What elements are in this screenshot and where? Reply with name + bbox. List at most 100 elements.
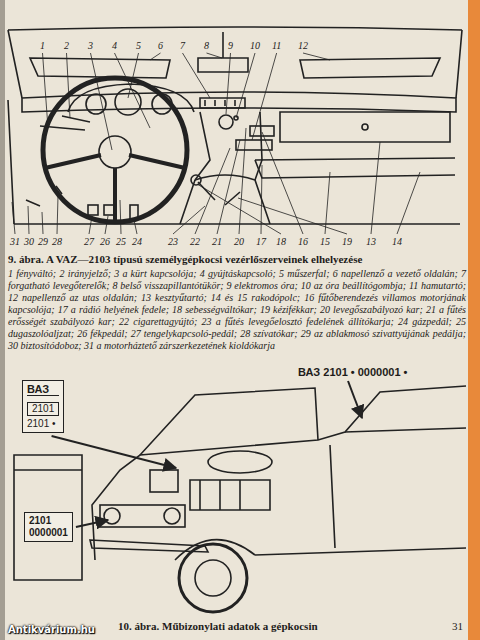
leader-line bbox=[120, 200, 121, 234]
leader-line bbox=[397, 172, 420, 234]
drawing-stroke bbox=[198, 32, 248, 72]
leader-line bbox=[150, 53, 161, 60]
drawing-stroke bbox=[104, 205, 114, 215]
callout-number: 16 bbox=[298, 236, 308, 247]
plate-text: 2101 • bbox=[27, 418, 59, 430]
leader-line bbox=[197, 184, 281, 234]
drawing-stroke bbox=[236, 140, 272, 150]
leader-line bbox=[217, 140, 240, 234]
drawing-stroke bbox=[164, 508, 180, 524]
callout-number: 24 bbox=[132, 236, 142, 247]
callout-number: 6 bbox=[158, 40, 163, 51]
figure-caption: 9. ábra. A VAZ—2103 típusú személygépkoc… bbox=[8, 253, 362, 266]
drawing-stroke bbox=[200, 98, 245, 108]
leader-line bbox=[325, 172, 330, 234]
leader-line bbox=[195, 148, 230, 234]
legend-text: 1 fényváltó; 2 irányjelző; 3 a kürt kapc… bbox=[8, 268, 466, 352]
drawing-stroke bbox=[208, 451, 272, 473]
drawing-stroke bbox=[99, 136, 131, 168]
dashboard-drawing bbox=[8, 27, 462, 224]
callout-number: 4 bbox=[112, 40, 117, 51]
callout-number: 29 bbox=[38, 236, 48, 247]
drawing-stroke bbox=[225, 192, 240, 205]
leader-line bbox=[67, 53, 71, 118]
callout-number: 26 bbox=[100, 236, 110, 247]
callout-number: 9 bbox=[228, 40, 233, 51]
leader-line bbox=[238, 198, 347, 234]
plate-text: 2101 bbox=[27, 402, 59, 416]
number-plate: 21010000001 bbox=[24, 512, 73, 542]
plate-text: ВАЗ bbox=[27, 383, 59, 396]
plate-text: 0000001 bbox=[29, 527, 68, 539]
callout-number: 27 bbox=[84, 236, 94, 247]
leader-line bbox=[207, 53, 223, 58]
page-edge bbox=[468, 0, 480, 640]
callout-number: 21 bbox=[212, 236, 222, 247]
leader-line bbox=[173, 206, 205, 234]
drawing-stroke bbox=[255, 158, 455, 178]
drawing-stroke bbox=[219, 115, 233, 129]
watermark: Antikvárium.hu bbox=[8, 624, 95, 635]
callout-number: 5 bbox=[136, 40, 141, 51]
drawing-stroke bbox=[130, 205, 138, 219]
callout-number: 28 bbox=[52, 236, 62, 247]
drawing-stroke bbox=[115, 89, 141, 115]
leader-line bbox=[12, 202, 15, 234]
drawing-stroke bbox=[8, 100, 460, 224]
leader-line bbox=[115, 53, 151, 128]
drawing-stroke bbox=[150, 470, 178, 492]
serial-number: ВАЗ 2101 • 0000001 • bbox=[298, 366, 407, 378]
leader-line bbox=[57, 196, 58, 234]
leader-line bbox=[303, 53, 330, 60]
drawing-stroke bbox=[255, 548, 466, 555]
callout-number: 18 bbox=[276, 236, 286, 247]
callout-number: 30 bbox=[24, 236, 34, 247]
page-number: 31 bbox=[452, 620, 463, 632]
callout-number: 19 bbox=[342, 236, 352, 247]
leader-line bbox=[236, 53, 255, 118]
leader-line bbox=[89, 216, 92, 234]
callout-number: 11 bbox=[272, 40, 281, 51]
pointer-arrow bbox=[76, 520, 108, 527]
callout-number: 10 bbox=[250, 40, 260, 51]
leader-line bbox=[91, 53, 113, 150]
car-drawing bbox=[14, 386, 466, 612]
drawing-stroke bbox=[92, 386, 466, 560]
callout-number: 15 bbox=[320, 236, 330, 247]
figure-caption: 10. ábra. Műbizonylati adatok a gépkocsi… bbox=[118, 620, 318, 633]
leader-line bbox=[226, 53, 231, 114]
leader-line bbox=[262, 132, 303, 234]
drawing-stroke bbox=[190, 480, 270, 510]
leader-line bbox=[252, 53, 277, 140]
leader-line bbox=[239, 128, 246, 234]
plate-text: 2101 bbox=[29, 515, 68, 527]
leader-line bbox=[43, 53, 49, 128]
drawing-stroke bbox=[140, 388, 318, 455]
drawing-stroke bbox=[45, 155, 185, 222]
callout-number: 25 bbox=[116, 236, 126, 247]
callout-number: 20 bbox=[234, 236, 244, 247]
callout-number: 13 bbox=[366, 236, 376, 247]
drawing-stroke bbox=[195, 560, 231, 596]
drawing-stroke bbox=[180, 175, 270, 224]
callout-number: 31 bbox=[10, 236, 20, 247]
callout-number: 12 bbox=[298, 40, 308, 51]
drawing-stroke bbox=[88, 205, 98, 215]
callout-number: 3 bbox=[88, 40, 93, 51]
leader-line bbox=[105, 216, 108, 234]
drawing-stroke bbox=[195, 112, 262, 180]
drawing-stroke bbox=[280, 112, 450, 142]
leader-line bbox=[134, 220, 137, 234]
drawing-stroke bbox=[191, 175, 201, 185]
drawing-stroke bbox=[362, 124, 368, 130]
callout-number: 8 bbox=[204, 40, 209, 51]
pointer-arrow bbox=[348, 381, 362, 418]
callout-number: 17 bbox=[256, 236, 266, 247]
callout-number: 22 bbox=[190, 236, 200, 247]
page-shadow bbox=[0, 0, 5, 640]
leader-line bbox=[371, 142, 380, 234]
leader-line bbox=[28, 206, 29, 234]
pointer-arrow bbox=[52, 436, 176, 468]
callout-number: 2 bbox=[64, 40, 69, 51]
drawing-stroke bbox=[104, 508, 120, 524]
